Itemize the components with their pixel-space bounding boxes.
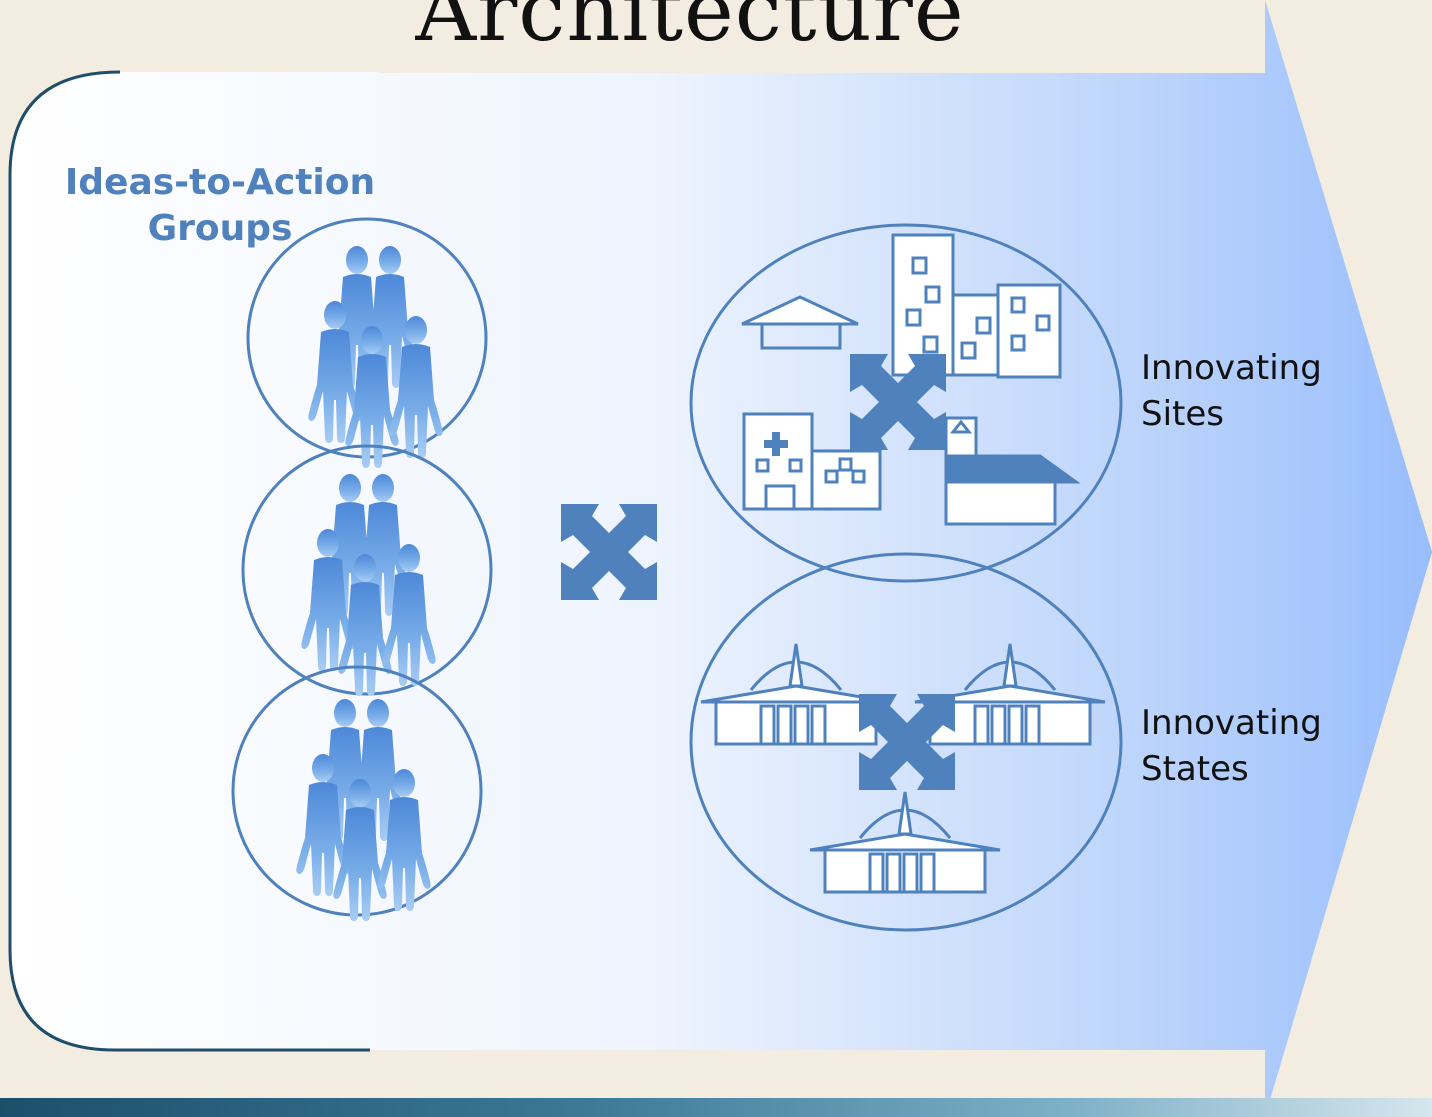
sites-label: Innovating Sites (1141, 345, 1322, 437)
group-circle-1 (246, 217, 488, 468)
states-label: Innovating States (1141, 700, 1322, 792)
groups-label-line1: Ideas-to-Action (64, 162, 376, 203)
footer-bar (0, 1098, 1432, 1117)
group-circle-2 (241, 444, 493, 696)
town-buildings-icon (741, 233, 1081, 526)
states-label-line2: States (1141, 749, 1249, 789)
states-label-line1: Innovating (1141, 703, 1322, 743)
groups-label: Ideas-to-Action Groups (40, 160, 400, 252)
sites-label-line2: Sites (1141, 394, 1224, 434)
states-circle (689, 552, 1123, 932)
groups-label-line2: Groups (147, 208, 293, 249)
sites-circle (689, 223, 1123, 583)
sites-label-line1: Innovating (1141, 348, 1322, 388)
group-circle-3 (231, 665, 483, 921)
slide-title: Architecture (415, 0, 965, 60)
